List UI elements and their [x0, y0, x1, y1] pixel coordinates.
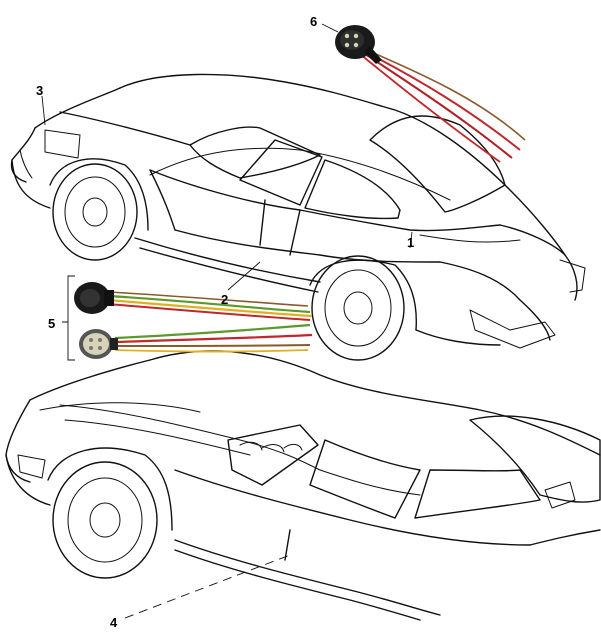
callout-3-leader: [41, 95, 46, 126]
callout-6-leader: [321, 23, 339, 33]
callout-6: 6: [310, 14, 318, 29]
connector-plug-icon: [74, 282, 114, 314]
upper-car-outline: [10, 73, 586, 361]
callout-3: 3: [36, 83, 44, 98]
connector-6: [321, 23, 526, 163]
lower-car-outline: [5, 350, 601, 621]
callout-5: 5: [48, 316, 56, 331]
callout-1: 1: [407, 235, 415, 250]
callout-2-leader: [227, 261, 261, 291]
connector-socket-icon: [79, 329, 118, 359]
callout-1-leader: [409, 231, 413, 249]
callout-4: 4: [110, 615, 118, 630]
callout-5-bracket: [62, 275, 75, 361]
callout-2: 2: [221, 292, 229, 307]
wire-bundle-icon: [107, 291, 313, 353]
wire-bundle-icon: [359, 47, 526, 163]
callout-4-leader: [124, 554, 291, 619]
connector-plug-icon: [335, 25, 382, 64]
connector-5: [62, 275, 313, 361]
